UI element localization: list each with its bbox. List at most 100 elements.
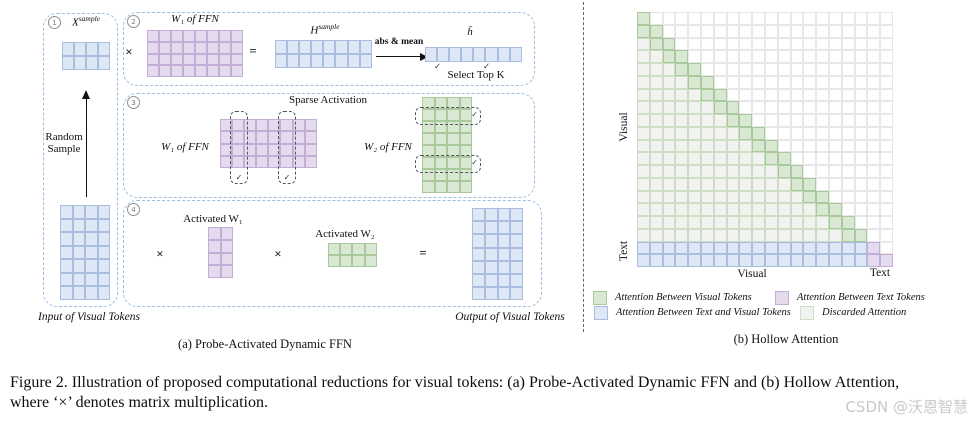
grid-cell	[688, 241, 701, 255]
grid-cell	[880, 254, 893, 267]
grid-cell	[688, 203, 701, 216]
grid-cell	[828, 139, 842, 153]
grid-cell	[74, 42, 86, 56]
grid-cell	[97, 205, 110, 219]
legend-swatch-text-visual	[594, 306, 608, 320]
grid-cell	[739, 228, 753, 242]
grid-cell	[739, 139, 753, 153]
grid-cell	[287, 40, 300, 54]
grid-cell	[790, 203, 804, 216]
grid-cell	[828, 177, 842, 191]
grid-cell	[662, 254, 676, 267]
grid-cell	[828, 228, 842, 242]
legend-label-text-tokens: Attention Between Text Tokens	[797, 292, 925, 303]
h-bar-label: h̄	[467, 26, 473, 38]
grid-cell	[713, 177, 727, 191]
grid-cell	[497, 221, 511, 235]
grid-cell	[752, 114, 765, 127]
grid-cell	[854, 12, 868, 25]
grid-cell	[764, 88, 778, 102]
grid-cell	[764, 190, 778, 204]
grid-cell	[764, 254, 778, 267]
grid-cell	[688, 177, 701, 191]
grid-cell	[422, 157, 435, 169]
grid-cell	[472, 247, 485, 261]
grid-cell	[726, 203, 740, 216]
grid-cell	[183, 53, 195, 66]
axis-label-visual-cols: Visual	[737, 268, 767, 280]
grid-cell	[675, 75, 689, 89]
grid-cell	[803, 37, 817, 51]
grid-cell	[841, 228, 855, 242]
grid-cell	[739, 254, 753, 267]
multiply-op-step4-a: ×	[156, 246, 164, 261]
grid-cell	[790, 152, 804, 165]
grid-cell	[777, 228, 791, 242]
grid-cell	[688, 101, 701, 114]
grid-cell	[183, 41, 195, 54]
grid-cell	[662, 101, 676, 114]
step2-number: 2	[131, 17, 136, 26]
grid-cell	[688, 216, 701, 229]
grid-cell	[510, 221, 524, 235]
grid-cell	[637, 101, 650, 114]
grid-cell	[828, 241, 842, 255]
grid-cell	[790, 24, 804, 38]
grid-cell	[713, 241, 727, 255]
grid-cell	[867, 241, 881, 255]
grid-cell	[854, 101, 868, 114]
abs-mean-arrow-line	[376, 56, 422, 57]
multiply-op-step4-b: ×	[274, 246, 282, 261]
grid-cell	[713, 152, 727, 165]
grid-cell	[854, 24, 868, 38]
grid-cell	[700, 228, 714, 242]
equals-op-step4: =	[419, 245, 427, 260]
grid-cell	[60, 272, 73, 286]
grid-cell	[335, 40, 348, 54]
grid-cell	[510, 287, 524, 301]
grid-cell	[72, 232, 85, 246]
grid-cell	[675, 50, 689, 63]
grid-cell	[649, 63, 663, 76]
grid-cell	[790, 12, 804, 25]
grid-cell	[803, 254, 817, 267]
grid-cell	[828, 203, 842, 216]
grid-cell	[880, 114, 893, 127]
grid-cell	[485, 47, 498, 62]
grid-cell	[220, 265, 233, 279]
grid-cell	[637, 37, 650, 51]
grid-cell	[764, 12, 778, 25]
grid-cell	[72, 286, 85, 300]
grid-cell	[700, 139, 714, 153]
grid-cell	[649, 12, 663, 25]
grid-cell	[713, 37, 727, 51]
grid-cell	[739, 12, 753, 25]
grid-cell	[85, 232, 98, 246]
grid-cell	[854, 139, 868, 153]
grid-cell	[195, 41, 207, 54]
grid-cell	[777, 139, 791, 153]
grid-cell	[700, 177, 714, 191]
grid-cell	[434, 109, 447, 121]
grid-cell	[841, 101, 855, 114]
grid-cell	[207, 53, 219, 66]
grid-cell	[195, 30, 207, 42]
grid-cell	[422, 97, 435, 109]
grid-cell	[867, 254, 881, 267]
grid-cell	[700, 241, 714, 255]
selected-column-2: ✓	[278, 111, 296, 184]
input-tokens-label: Input of Visual Tokens	[38, 311, 140, 323]
grid-cell	[764, 75, 778, 89]
panel-a-caption: (a) Probe-Activated Dynamic FFN	[178, 337, 352, 351]
grid-cell	[777, 37, 791, 51]
grid-cell	[713, 12, 727, 25]
axis-label-text-rows: Text	[618, 240, 630, 262]
grid-cell	[854, 37, 868, 51]
grid-cell	[726, 139, 740, 153]
grid-cell	[497, 47, 510, 62]
grid-cell	[867, 75, 881, 89]
grid-cell	[854, 228, 868, 242]
grid-cell	[675, 101, 689, 114]
grid-cell	[713, 203, 727, 216]
grid-cell	[208, 239, 221, 253]
